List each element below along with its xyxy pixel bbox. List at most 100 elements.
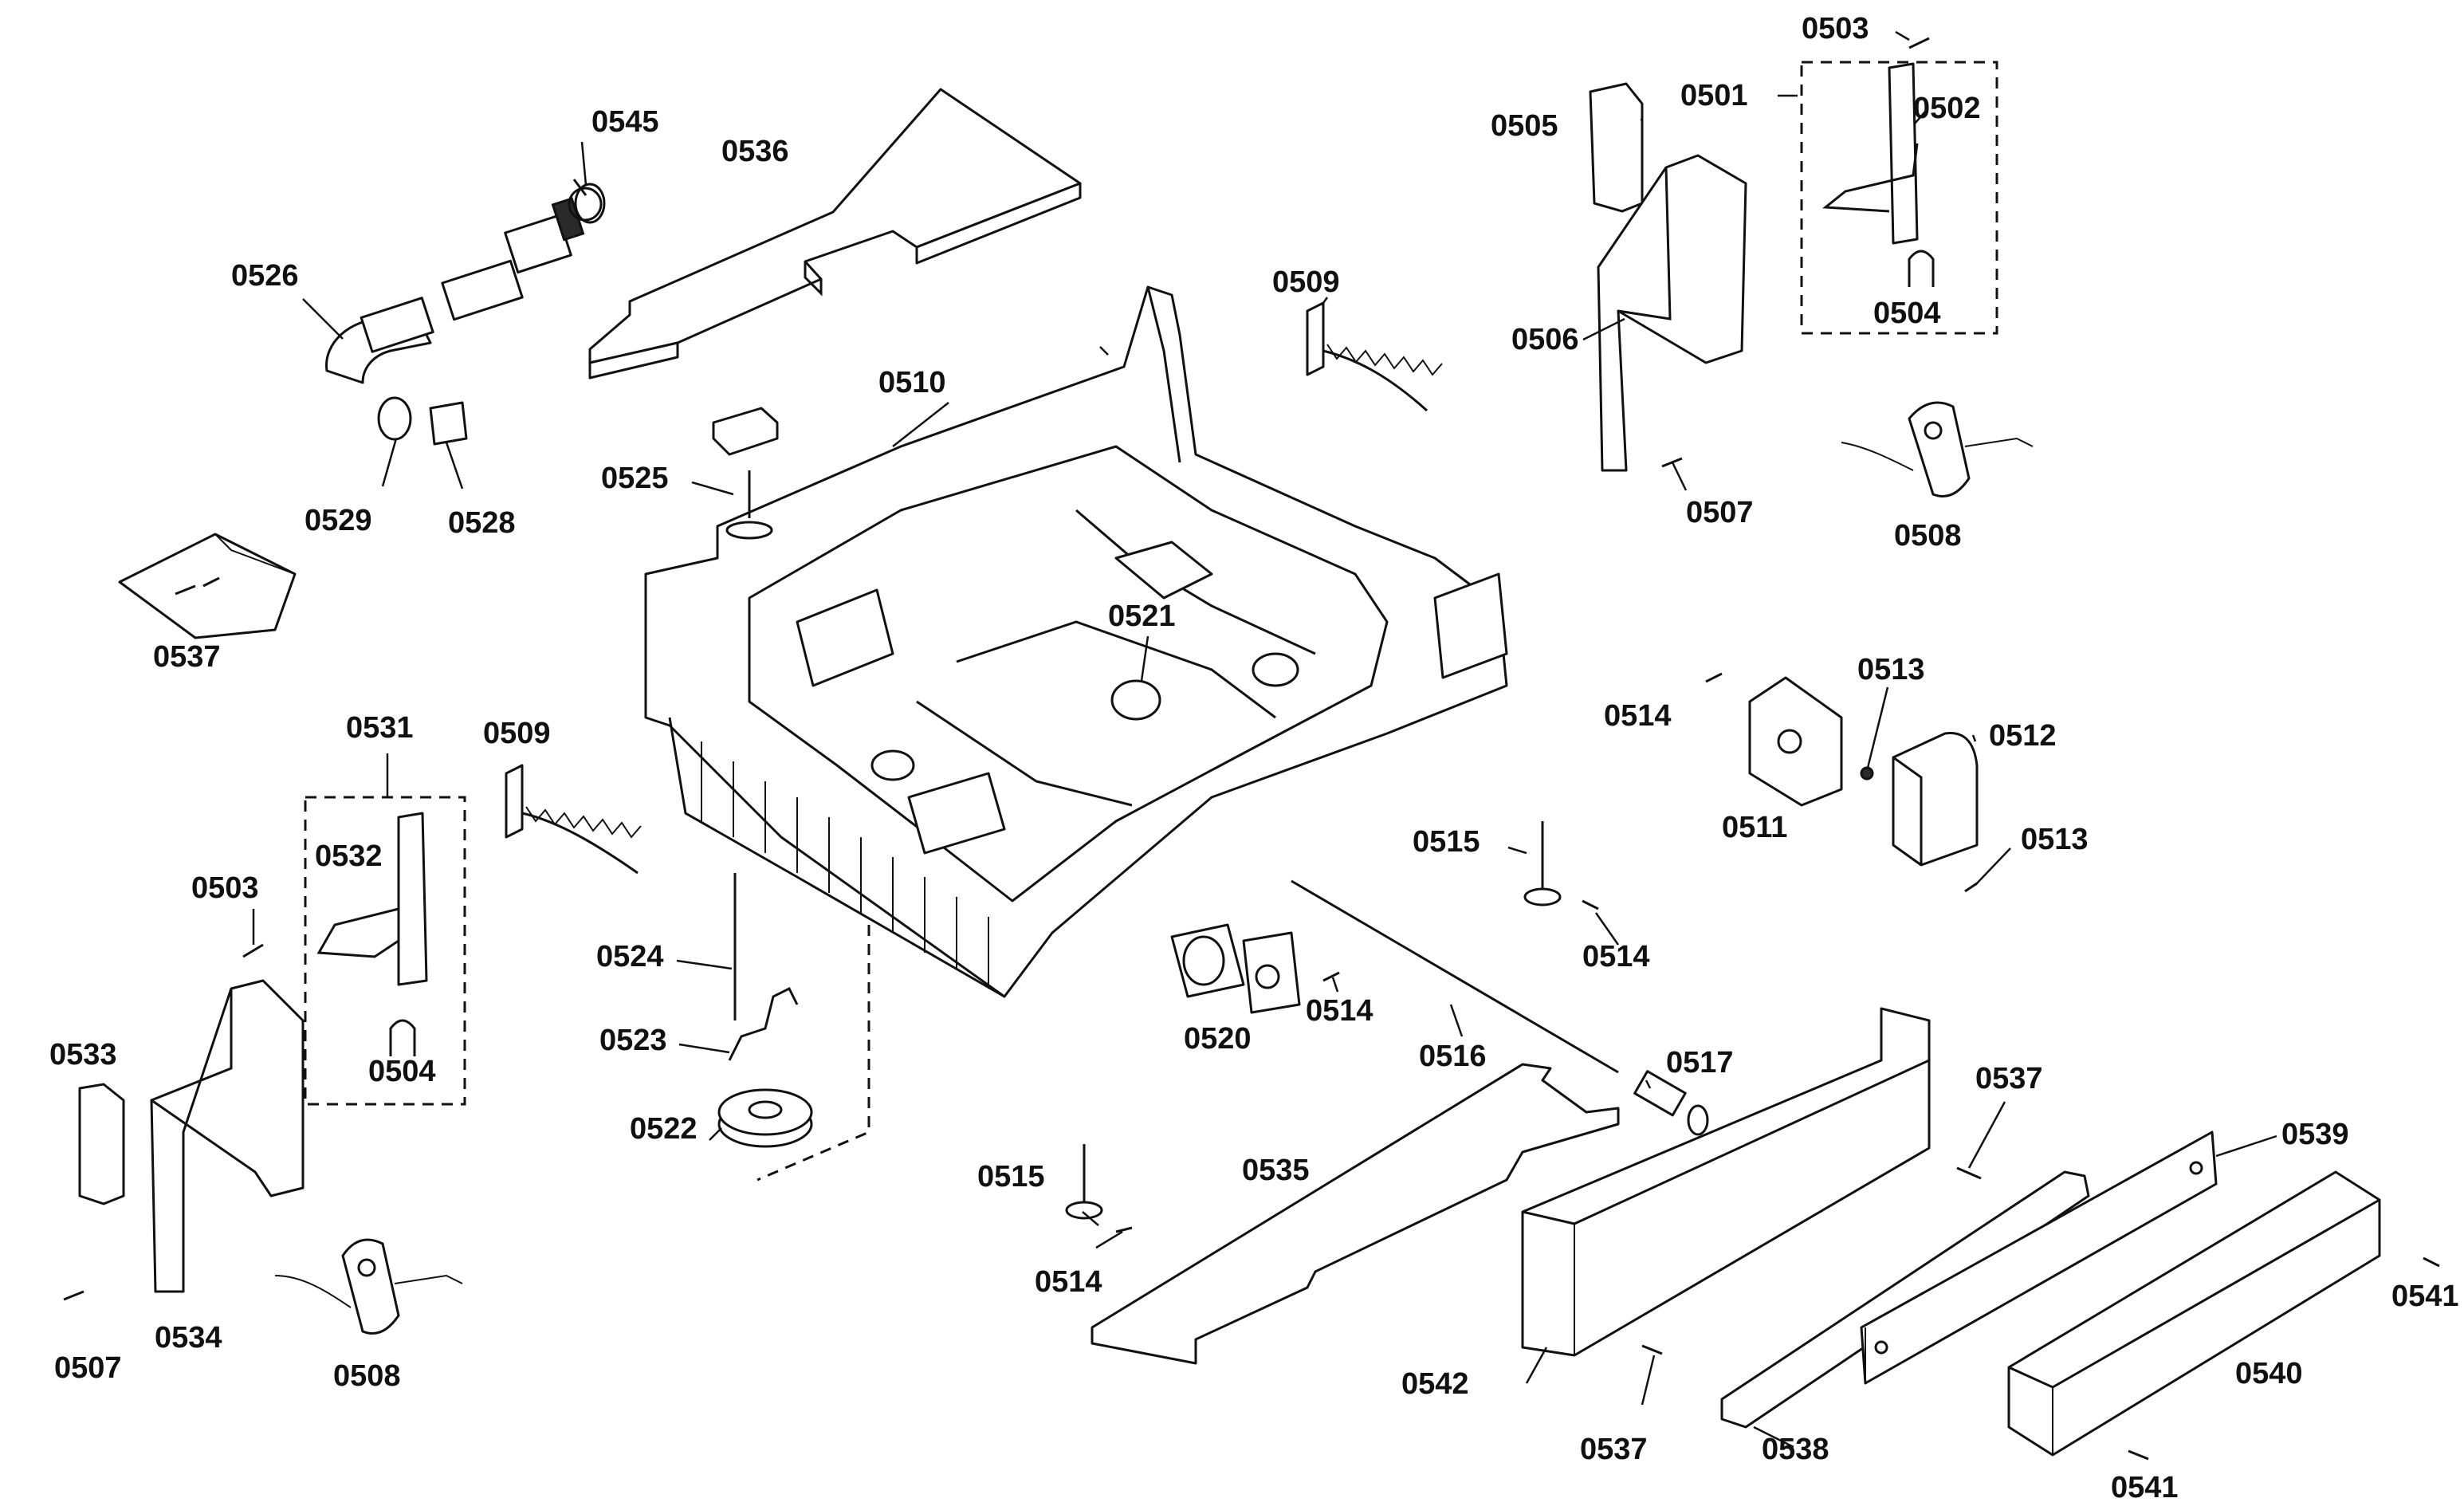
label-0513: 0513 xyxy=(2021,823,2089,856)
label-0532: 0532 xyxy=(315,840,383,873)
label-0537: 0537 xyxy=(153,640,221,674)
part-0528-clip xyxy=(429,401,468,446)
label-0505: 0505 xyxy=(1491,109,1558,143)
label-0515: 0515 xyxy=(977,1160,1045,1193)
part-0512-cover xyxy=(1892,732,1979,867)
part-0514-screw-c xyxy=(1322,971,1340,982)
group-0501-outline xyxy=(1800,61,1998,335)
part-0529-clamp xyxy=(377,396,412,441)
part-0538-strip xyxy=(1720,1170,2090,1429)
label-0508: 0508 xyxy=(1894,519,1962,552)
part-0509-spring-right xyxy=(1306,301,1443,412)
leader-lines xyxy=(252,30,2277,1449)
part-0520-fill-valve xyxy=(1170,923,1301,1014)
label-0514: 0514 xyxy=(1582,940,1650,973)
label-0507: 0507 xyxy=(54,1351,122,1385)
part-0513-screw-a xyxy=(1860,766,1874,781)
part-0514-screw-a xyxy=(1705,672,1723,683)
part-labels: 0503 0501 0502 0505 0504 0506 0507 0508 … xyxy=(49,12,2459,1504)
label-0514: 0514 xyxy=(1306,994,1373,1028)
label-0521: 0521 xyxy=(1108,600,1176,633)
part-0515-foot-lower xyxy=(1065,1144,1103,1220)
part-0537-screw-a xyxy=(1956,1166,1982,1180)
label-0515: 0515 xyxy=(1413,825,1480,859)
part-0511-control-module xyxy=(1748,676,1843,807)
part-0522-float xyxy=(717,1088,813,1148)
part-0504-clip-left xyxy=(389,1019,416,1056)
part-0504-clip-right xyxy=(1908,250,1935,287)
part-0541-screw-a xyxy=(2423,1256,2440,1268)
part-0545-clamp xyxy=(568,179,603,222)
label-0535: 0535 xyxy=(1242,1154,1310,1187)
label-0534: 0534 xyxy=(155,1321,222,1355)
label-0525: 0525 xyxy=(601,462,669,495)
part-0535-front-plate xyxy=(1091,1063,1620,1365)
part-0510-base-tub xyxy=(644,285,1508,998)
label-0542: 0542 xyxy=(1401,1367,1469,1401)
label-0508: 0508 xyxy=(333,1359,401,1393)
label-0504: 0504 xyxy=(1873,297,1941,330)
label-0545: 0545 xyxy=(591,105,659,139)
label-0514: 0514 xyxy=(1035,1265,1102,1299)
part-0541-screw-b xyxy=(2128,1449,2149,1461)
part-0537-parts-bag xyxy=(118,533,297,639)
part-0506-bracket xyxy=(1597,154,1747,472)
label-0529: 0529 xyxy=(305,504,372,537)
label-0533: 0533 xyxy=(49,1038,117,1072)
label-0503: 0503 xyxy=(191,871,259,905)
label-0512: 0512 xyxy=(1989,719,2057,753)
label-0514: 0514 xyxy=(1604,699,1672,733)
label-0517: 0517 xyxy=(1666,1046,1734,1079)
label-0531: 0531 xyxy=(346,711,414,745)
label-0538: 0538 xyxy=(1762,1433,1829,1466)
part-0502-bracket xyxy=(1822,62,1919,245)
label-0539: 0539 xyxy=(2281,1118,2349,1151)
label-0504: 0504 xyxy=(368,1055,436,1088)
label-0509: 0509 xyxy=(483,717,551,750)
part-0540-kick-plate xyxy=(2007,1170,2381,1457)
label-0523: 0523 xyxy=(599,1024,667,1057)
part-0533-cover xyxy=(78,1083,125,1205)
part-0536-cover-plate xyxy=(588,88,1082,379)
label-0537: 0537 xyxy=(1975,1062,2043,1095)
part-0539-panel xyxy=(1860,1131,2218,1385)
part-0516-rod xyxy=(1291,879,1619,1074)
label-0501: 0501 xyxy=(1680,79,1748,112)
label-0541: 0541 xyxy=(2111,1471,2179,1504)
part-0525-leveling-foot xyxy=(712,407,779,540)
label-0507: 0507 xyxy=(1686,496,1754,529)
label-0502: 0502 xyxy=(1913,92,1981,125)
part-0503-screw-left xyxy=(242,943,264,958)
label-0509: 0509 xyxy=(1272,265,1340,299)
label-0540: 0540 xyxy=(2235,1357,2303,1390)
label-0513: 0513 xyxy=(1857,653,1925,686)
label-0528: 0528 xyxy=(448,506,516,540)
label-0537: 0537 xyxy=(1580,1433,1648,1466)
part-0532-bracket xyxy=(316,812,428,986)
label-0503: 0503 xyxy=(1802,12,1869,45)
label-0536: 0536 xyxy=(721,135,789,168)
label-0510: 0510 xyxy=(878,366,946,399)
label-0524: 0524 xyxy=(596,940,664,973)
part-0515-foot-right xyxy=(1523,821,1562,906)
label-0522: 0522 xyxy=(630,1112,698,1146)
part-0509-spring-left xyxy=(505,764,642,875)
guide-line-0522 xyxy=(756,925,870,1182)
label-0516: 0516 xyxy=(1419,1040,1487,1073)
label-0526: 0526 xyxy=(231,259,299,293)
part-0526-hose xyxy=(325,183,606,384)
label-0511: 0511 xyxy=(1722,811,1787,844)
part-0523-linkage xyxy=(728,986,799,1061)
part-0508-hinge-left xyxy=(274,1238,463,1335)
part-0508-hinge-right xyxy=(1841,401,2034,497)
part-0542-toe-kick xyxy=(1521,1007,1931,1357)
label-0541: 0541 xyxy=(2391,1280,2459,1313)
part-0534-bracket xyxy=(150,979,305,1293)
label-0506: 0506 xyxy=(1511,323,1579,356)
part-0507-screw-right xyxy=(1661,457,1683,468)
part-0513-screw-b xyxy=(1964,882,1978,893)
part-0503-screw-right xyxy=(1908,37,1930,49)
part-0514-screw-b xyxy=(1582,899,1599,910)
part-0507-screw-left xyxy=(63,1290,84,1301)
